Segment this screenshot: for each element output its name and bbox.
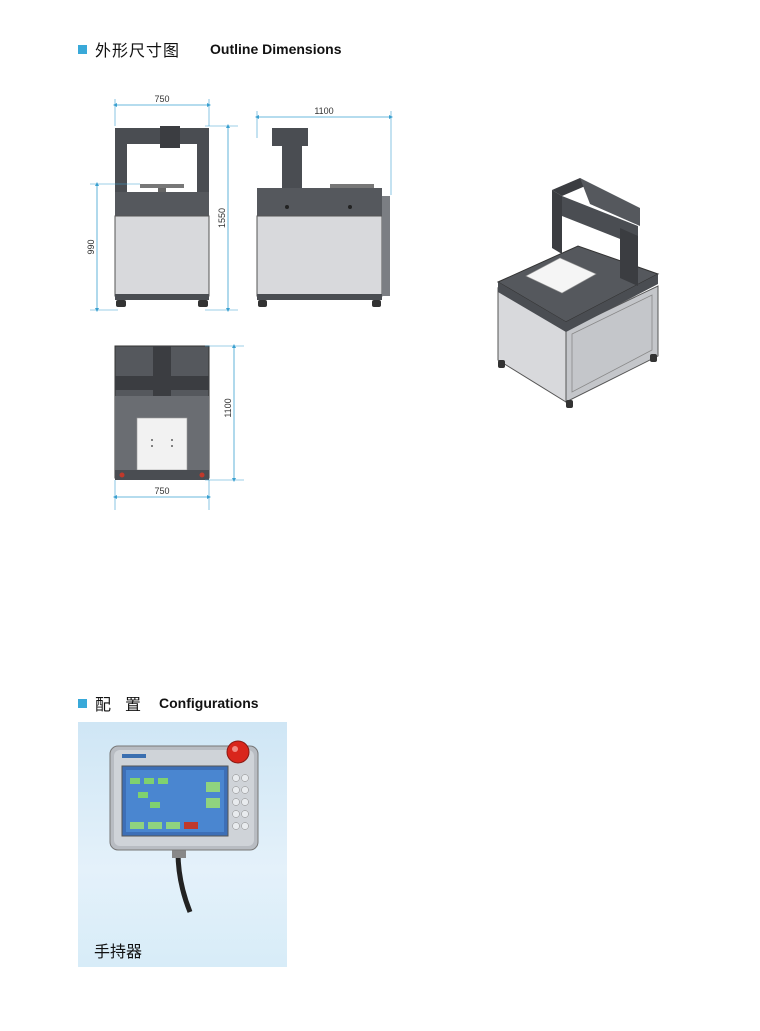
outline-title-en: Outline Dimensions [210, 41, 342, 57]
front-view-drawing: 750 1550 990 [86, 94, 238, 312]
pendant-label: 手持器 [94, 942, 143, 961]
side-view-drawing: 1100 [255, 106, 393, 307]
outline-section-header: 外形尺寸图 Outline Dimensions [78, 37, 341, 61]
config-title-cn: 配置 [95, 695, 156, 714]
dim-table-height: 990 [86, 239, 96, 254]
dim-top-width: 750 [154, 486, 169, 496]
isometric-view-drawing [496, 178, 660, 408]
section-bullet-icon [78, 44, 87, 54]
pendant-illustration [109, 740, 259, 913]
config-title-en: Configurations [159, 695, 259, 711]
top-view-drawing: 1100 750 [113, 344, 244, 510]
dim-side-depth: 1100 [314, 106, 333, 116]
outline-title-cn: 外形尺寸图 [95, 41, 181, 60]
config-section-header: 配置 Configurations [78, 691, 259, 715]
dim-total-height: 1550 [217, 208, 227, 228]
section-bullet-icon [78, 698, 87, 708]
pendant-photo [78, 722, 287, 967]
dim-front-width: 750 [154, 94, 169, 104]
dim-top-depth: 1100 [223, 398, 233, 417]
